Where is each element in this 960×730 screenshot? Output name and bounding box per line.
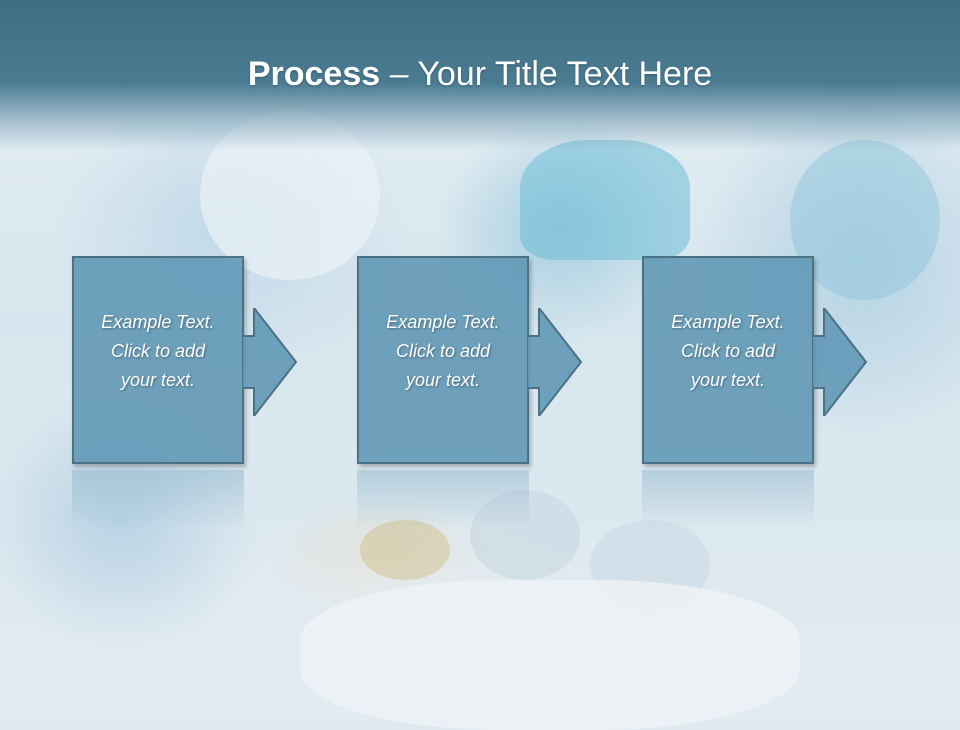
arrow-right-icon: [242, 308, 298, 416]
arrow-right-icon: [527, 308, 583, 416]
background-figure: [520, 140, 690, 260]
title-bold: Process: [247, 55, 381, 93]
step-text[interactable]: Example Text. Click to add your text.: [386, 312, 500, 390]
background-figure: [790, 140, 940, 300]
arrow-right-icon: [812, 308, 868, 416]
step-box[interactable]: [642, 256, 814, 464]
step-reflection: [642, 470, 814, 530]
step-text[interactable]: Example Text. Click to add your text.: [101, 312, 215, 390]
background-figure: [470, 490, 580, 580]
step-reflection: [72, 470, 244, 530]
header-band: [0, 0, 960, 150]
step-reflection: [357, 470, 529, 530]
process-step-3[interactable]: Example Text. Click to add your text.: [642, 256, 868, 468]
background-figure: [300, 580, 800, 730]
process-step-2[interactable]: Example Text. Click to add your text.: [357, 256, 583, 468]
title-rest: – Your Title Text Here: [380, 55, 713, 93]
process-step-1[interactable]: Example Text. Click to add your text.: [72, 256, 298, 468]
page-title: Process – Your Title Text Here: [0, 52, 960, 96]
background-figure: [360, 520, 450, 580]
step-text[interactable]: Example Text. Click to add your text.: [671, 312, 785, 390]
